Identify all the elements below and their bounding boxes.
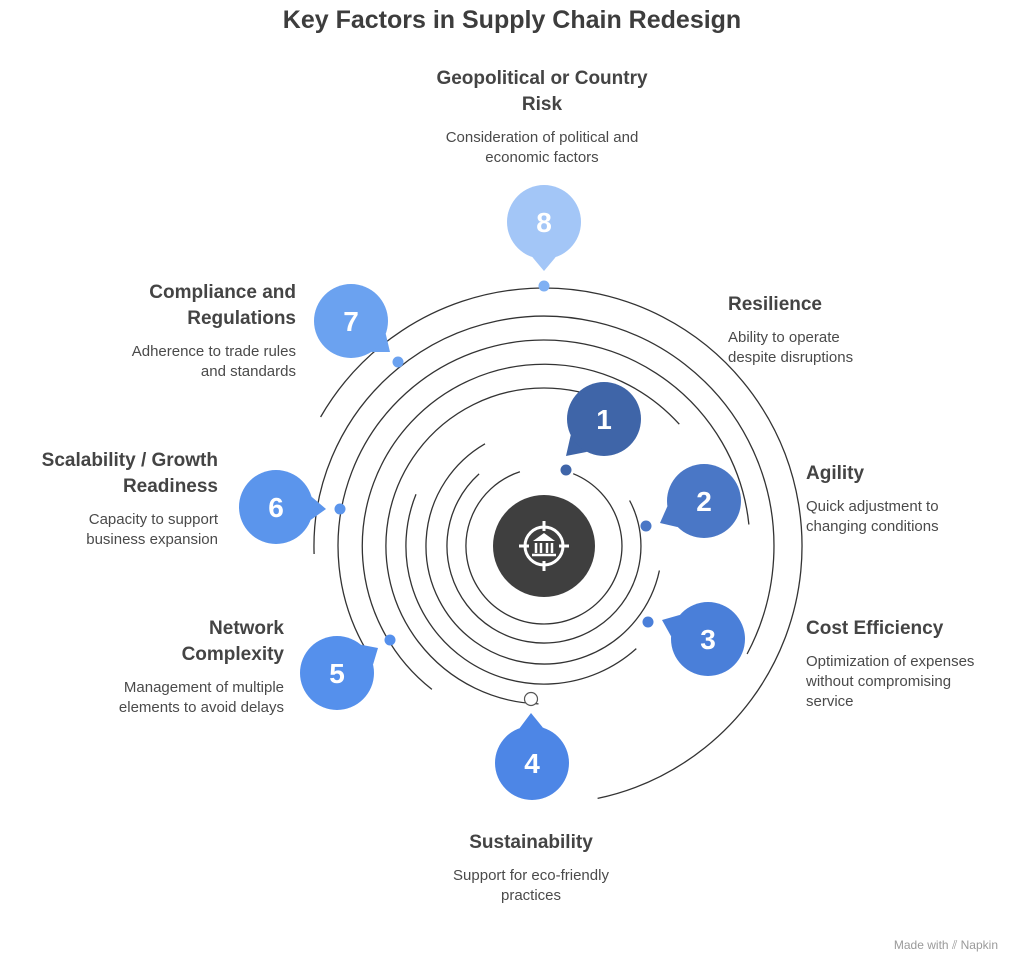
- factor-title: Agility: [806, 463, 865, 484]
- ring-arc-4: [405, 494, 637, 685]
- badge-number: 6: [268, 492, 284, 523]
- factor-description: Adherence to trade rules and standards: [131, 343, 296, 380]
- badge-circle: [671, 602, 745, 676]
- factor-label-4: Sustainability Support for eco-friendly …: [421, 830, 641, 906]
- badge-circle: [667, 464, 741, 538]
- ring-marker-5: [384, 634, 396, 646]
- factor-label-6: Scalability / Growth Readiness Capacity …: [28, 448, 218, 550]
- factor-badge-2: 2: [660, 464, 741, 538]
- page-title: Key Factors in Supply Chain Redesign: [282, 6, 742, 34]
- ring-marker-8: [538, 280, 550, 292]
- factor-description: Optimization of expenses without comprom…: [806, 653, 975, 710]
- napkin-logo-icon: ⫽: [951, 938, 958, 952]
- badge-pointer: [310, 496, 326, 521]
- ring-arc-3: [425, 443, 661, 665]
- ring-marker-2: [640, 520, 652, 532]
- badge-circle: [239, 470, 313, 544]
- badge-number: 4: [524, 748, 540, 779]
- factor-description: Quick adjustment to changing conditions: [806, 498, 939, 535]
- center-circle: [493, 495, 595, 597]
- badge-pointer: [662, 614, 680, 637]
- badge-number: 5: [329, 658, 345, 689]
- concentric-rings: [313, 287, 803, 800]
- ring-marker-1: [560, 464, 572, 476]
- badge-number: 8: [536, 207, 552, 238]
- badge-circle: [507, 185, 581, 259]
- footer-credit: Made with ⫽ Napkin: [894, 938, 998, 953]
- factor-title: Resilience: [728, 294, 822, 315]
- factor-label-7: Compliance and Regulations Adherence to …: [106, 280, 296, 382]
- factor-title: Compliance and Regulations: [149, 282, 296, 329]
- factor-title: Network Complexity: [181, 618, 284, 665]
- badge-circle: [314, 284, 388, 358]
- center-hub: [493, 495, 595, 597]
- ring-marker-7: [392, 356, 404, 368]
- factor-label-8: Geopolitical or Country Risk Considerati…: [412, 66, 672, 168]
- factor-badge-4: 4: [495, 713, 569, 800]
- factor-label-2: Agility Quick adjustment to changing con…: [806, 461, 976, 537]
- factor-description: Consideration of political and economic …: [445, 129, 639, 166]
- badge-pointer: [566, 435, 587, 456]
- badge-circle: [567, 382, 641, 456]
- factor-label-5: Network Complexity Management of multipl…: [84, 616, 284, 718]
- factor-badge-3: 3: [662, 602, 745, 676]
- factor-title: Scalability / Growth Readiness: [41, 450, 218, 497]
- ring-arc-6: [361, 363, 680, 690]
- badge-number: 3: [700, 624, 716, 655]
- bank-target-icon: [519, 521, 569, 571]
- factor-badge-1: 1: [566, 382, 641, 456]
- badge-circle: [300, 636, 374, 710]
- ring-arc-1: [465, 471, 623, 625]
- ring-marker-3: [642, 616, 654, 628]
- factor-title: Cost Efficiency: [806, 618, 944, 639]
- factor-description: Management of multiple elements to avoid…: [118, 679, 284, 716]
- factor-badge-7: 7: [314, 284, 390, 358]
- factor-badges: 1 2 3 4 5 6 7 8: [239, 185, 745, 800]
- footer-text: Made with: [893, 938, 949, 952]
- factor-badge-6: 6: [239, 470, 326, 544]
- factor-description: Capacity to support business expansion: [86, 511, 218, 548]
- badge-number: 1: [596, 404, 612, 435]
- ring-marker-4: [523, 691, 539, 707]
- factor-label-3: Cost Efficiency Optimization of expenses…: [806, 616, 1006, 712]
- factor-title: Geopolitical or Country Risk: [436, 68, 648, 115]
- ring-arc-5: [385, 387, 609, 705]
- badge-pointer: [532, 257, 556, 271]
- badge-pointer: [660, 506, 678, 528]
- factor-title: Sustainability: [469, 832, 593, 853]
- badge-number: 7: [343, 306, 359, 337]
- ring-arc-7: [337, 339, 750, 650]
- factor-description: Support for eco-friendly practices: [453, 867, 609, 904]
- badge-number: 2: [696, 486, 712, 517]
- badge-circle: [495, 726, 569, 800]
- factor-badge-5: 5: [300, 636, 378, 710]
- factor-description: Ability to operate despite disruptions: [728, 329, 854, 366]
- factor-badge-8: 8: [507, 185, 581, 271]
- ring-arc-9: [320, 287, 803, 800]
- factor-label-1: Resilience Ability to operate despite di…: [728, 292, 918, 368]
- ring-arc-2: [446, 473, 642, 644]
- ring-arc-8: [313, 315, 775, 655]
- ring-markers: [334, 280, 654, 707]
- badge-pointer: [519, 713, 543, 729]
- ring-marker-6: [334, 503, 346, 515]
- footer-brand: Napkin: [960, 938, 998, 952]
